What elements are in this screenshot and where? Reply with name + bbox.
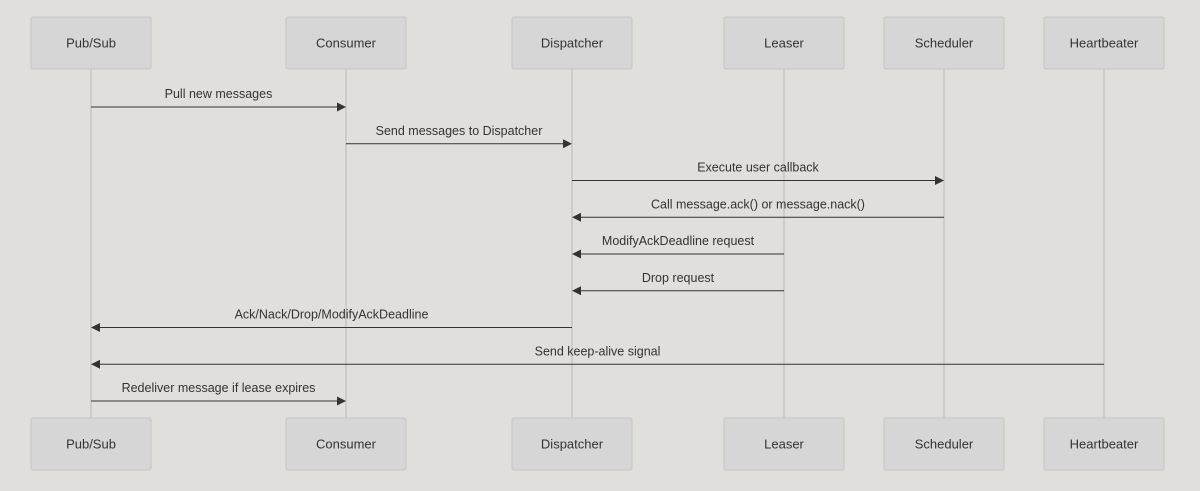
participant-dispatcher-top: Dispatcher: [511, 16, 633, 70]
arrowhead-icon: [91, 359, 100, 369]
participant-label: Leaser: [764, 35, 804, 50]
participant-label: Heartbeater: [1070, 35, 1139, 50]
participant-label: Pub/Sub: [66, 436, 116, 451]
arrowhead-icon: [935, 176, 944, 185]
participant-label: Dispatcher: [541, 436, 604, 451]
participant-heartbeater-top: Heartbeater: [1043, 16, 1165, 70]
participant-box: [1043, 417, 1165, 471]
message-8: Send keep-alive signal: [91, 344, 1104, 369]
participant-pubsub-bottom: Pub/Sub: [30, 417, 152, 471]
message-7: Ack/Nack/Drop/ModifyAckDeadline: [91, 308, 572, 332]
participant-dispatcher-bottom: Dispatcher: [511, 417, 633, 471]
message-label: Redeliver message if lease expires: [122, 381, 316, 395]
participant-box: [285, 16, 407, 70]
participant-label: Leaser: [764, 436, 804, 451]
message-label: Send messages to Dispatcher: [376, 124, 543, 138]
participant-box: [511, 16, 633, 70]
message-label: Call message.ack() or message.nack(): [651, 197, 865, 211]
message-label: Ack/Nack/Drop/ModifyAckDeadline: [235, 308, 429, 322]
participant-leaser-top: Leaser: [723, 16, 845, 70]
participant-label: Scheduler: [915, 436, 974, 451]
participant-heartbeater-bottom: Heartbeater: [1043, 417, 1165, 471]
message-1: Pull new messages: [91, 87, 346, 112]
arrowhead-icon: [337, 102, 346, 112]
message-2: Send messages to Dispatcher: [346, 124, 572, 149]
participant-label: Pub/Sub: [66, 35, 116, 50]
participant-box: [883, 417, 1005, 471]
message-label: ModifyAckDeadline request: [602, 234, 755, 248]
message-4: Call message.ack() or message.nack(): [572, 197, 944, 222]
arrowhead-icon: [91, 323, 100, 332]
participant-consumer-top: Consumer: [285, 16, 407, 70]
arrowhead-icon: [563, 139, 572, 149]
arrowhead-icon: [572, 286, 581, 296]
participant-box: [1043, 16, 1165, 70]
participant-scheduler-bottom: Scheduler: [883, 417, 1005, 471]
participant-consumer-bottom: Consumer: [285, 417, 407, 471]
lifelines: [90, 69, 1105, 418]
participant-pubsub-top: Pub/Sub: [30, 16, 152, 70]
participant-box: [511, 417, 633, 471]
message-label: Send keep-alive signal: [535, 344, 661, 358]
participant-scheduler-top: Scheduler: [883, 16, 1005, 70]
participant-label: Dispatcher: [541, 35, 604, 50]
participant-label: Consumer: [316, 35, 377, 50]
arrowhead-icon: [572, 212, 581, 222]
participant-label: Scheduler: [915, 35, 974, 50]
participants-top: Pub/Sub Consumer Dispatcher Leaser Scheduler…: [30, 16, 1165, 70]
message-5: ModifyAckDeadline request: [572, 234, 784, 259]
participant-leaser-bottom: Leaser: [723, 417, 845, 471]
participant-box: [285, 417, 407, 471]
participant-label: Heartbeater: [1070, 436, 1139, 451]
participant-box: [883, 16, 1005, 70]
participants-bottom: Pub/Sub Consumer Dispatcher Leaser Scheduler…: [30, 417, 1165, 471]
message-9: Redeliver message if lease expires: [91, 381, 346, 406]
message-label: Execute user callback: [697, 161, 819, 175]
message-6: Drop request: [572, 271, 784, 296]
message-label: Pull new messages: [165, 87, 273, 101]
arrowhead-icon: [337, 396, 346, 406]
participant-box: [30, 16, 152, 70]
participant-box: [723, 16, 845, 70]
participant-label: Consumer: [316, 436, 377, 451]
message-3: Execute user callback: [572, 161, 944, 185]
participant-box: [723, 417, 845, 471]
message-label: Drop request: [642, 271, 715, 285]
participant-box: [30, 417, 152, 471]
arrowhead-icon: [572, 249, 581, 259]
